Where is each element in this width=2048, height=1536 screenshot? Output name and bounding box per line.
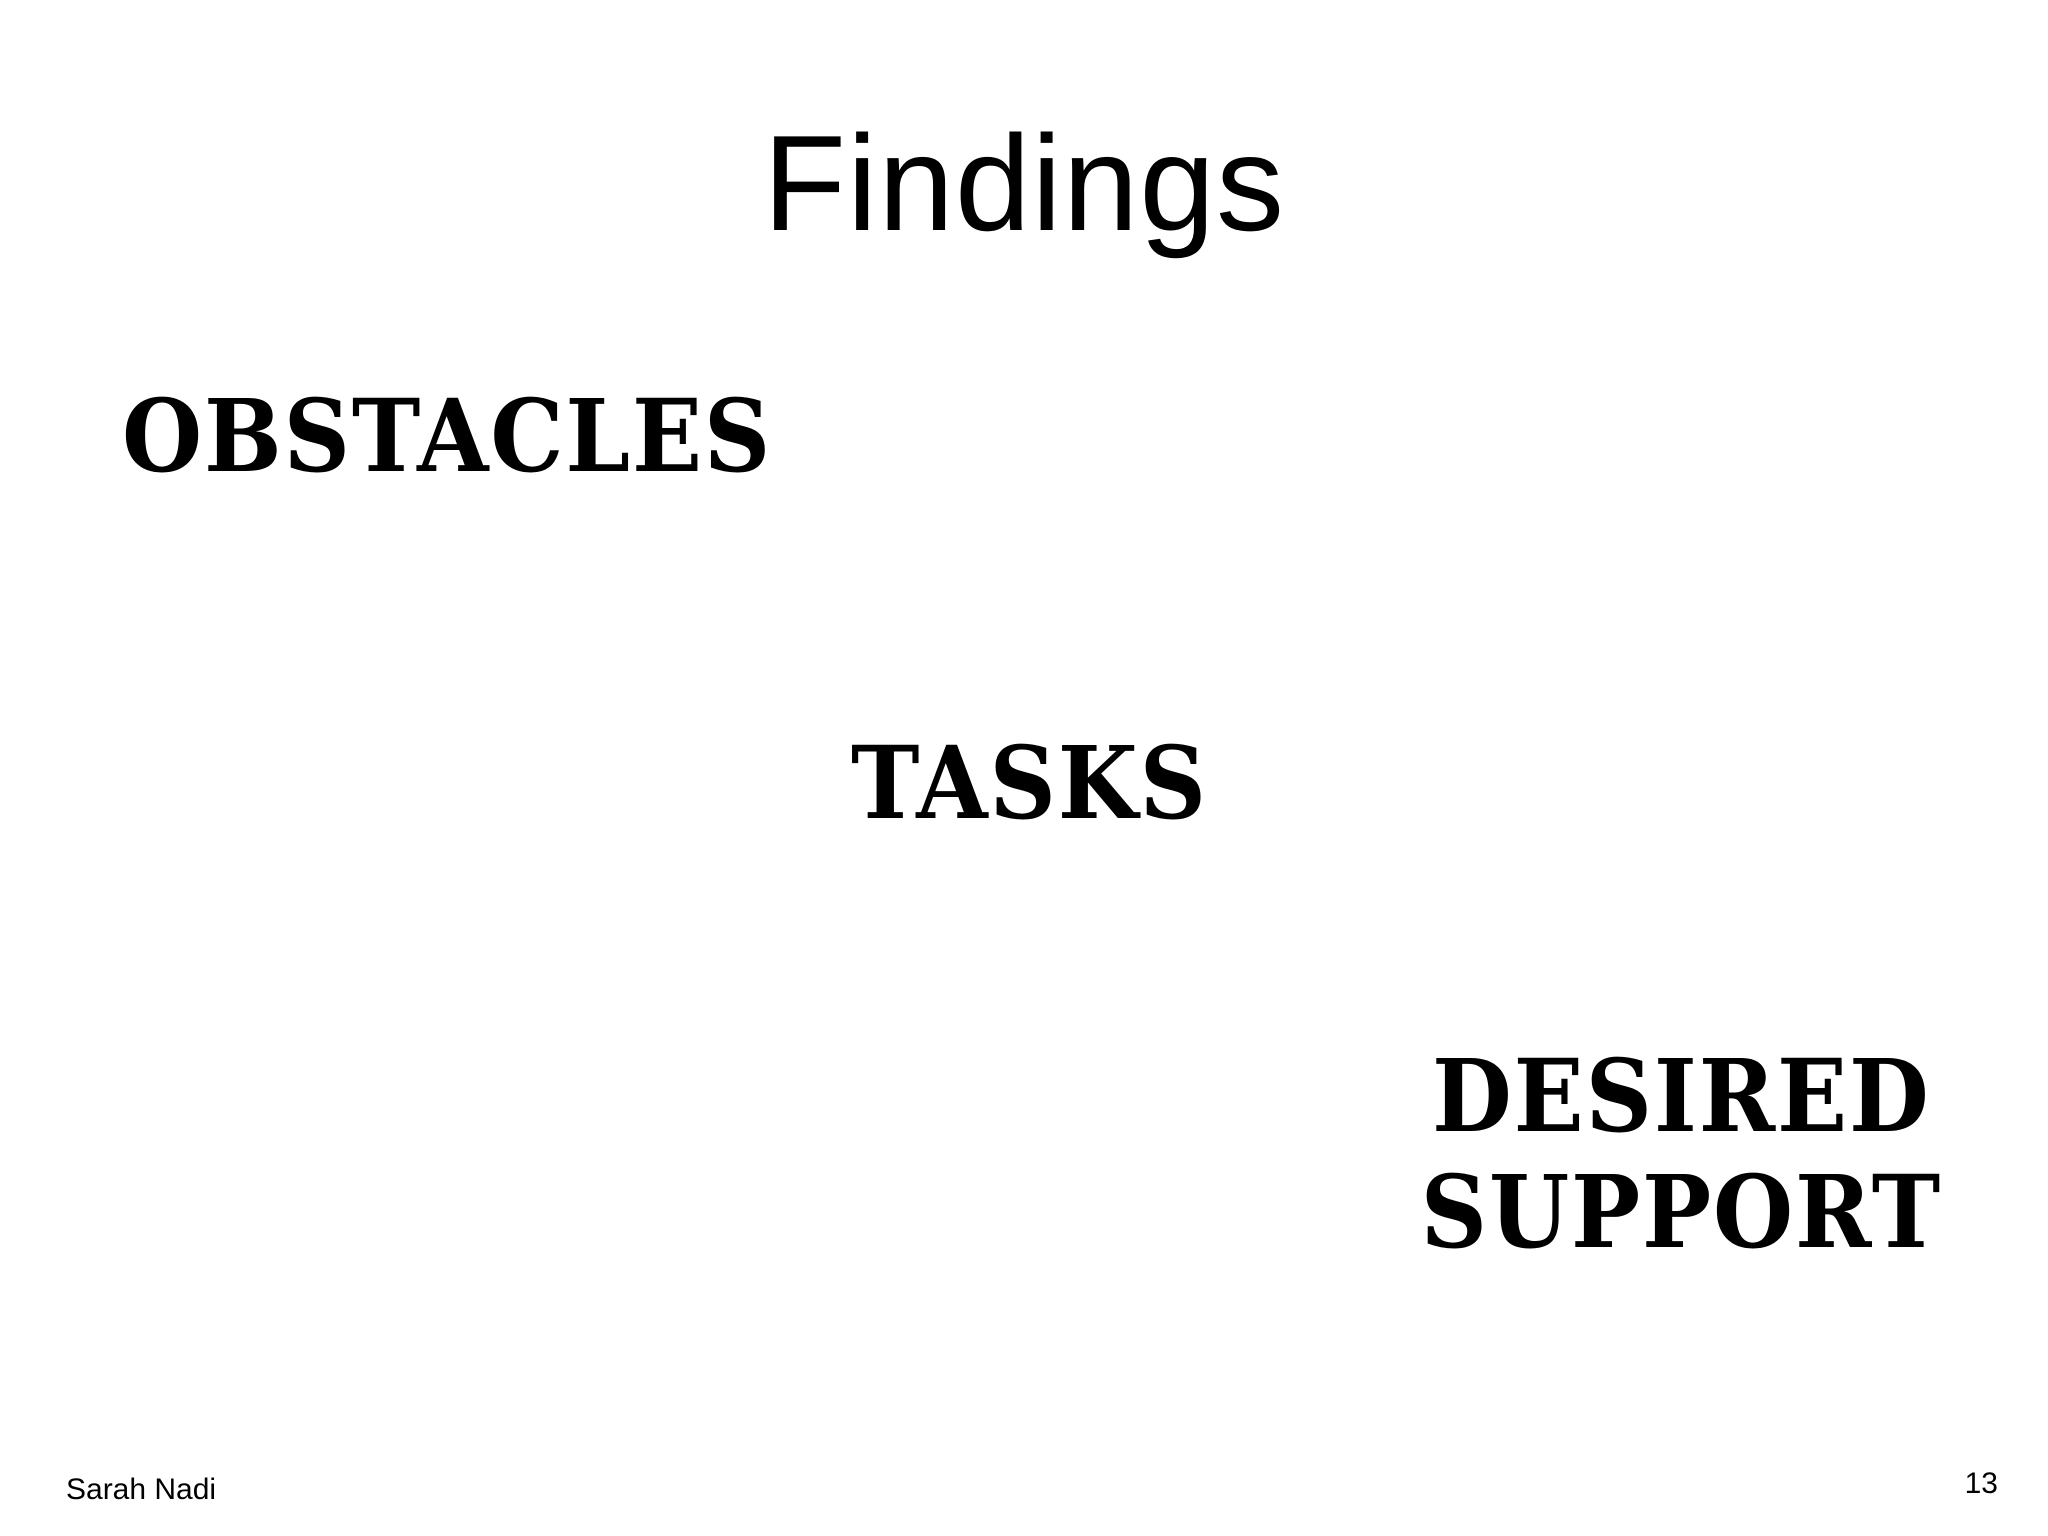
topic-desired-support: Desired Support [1421, 1038, 1942, 1270]
topic-tasks: Tasks [851, 724, 1208, 842]
page-number: 13 [1964, 1467, 1998, 1500]
topic-obstacles: Obstacles [122, 377, 773, 495]
topic-desired-line: Desired [1432, 1037, 1931, 1155]
footer-author: Sarah Nadi [66, 1473, 217, 1506]
slide-title: Findings [762, 107, 1286, 259]
topic-support-line: Support [1420, 1153, 1943, 1271]
